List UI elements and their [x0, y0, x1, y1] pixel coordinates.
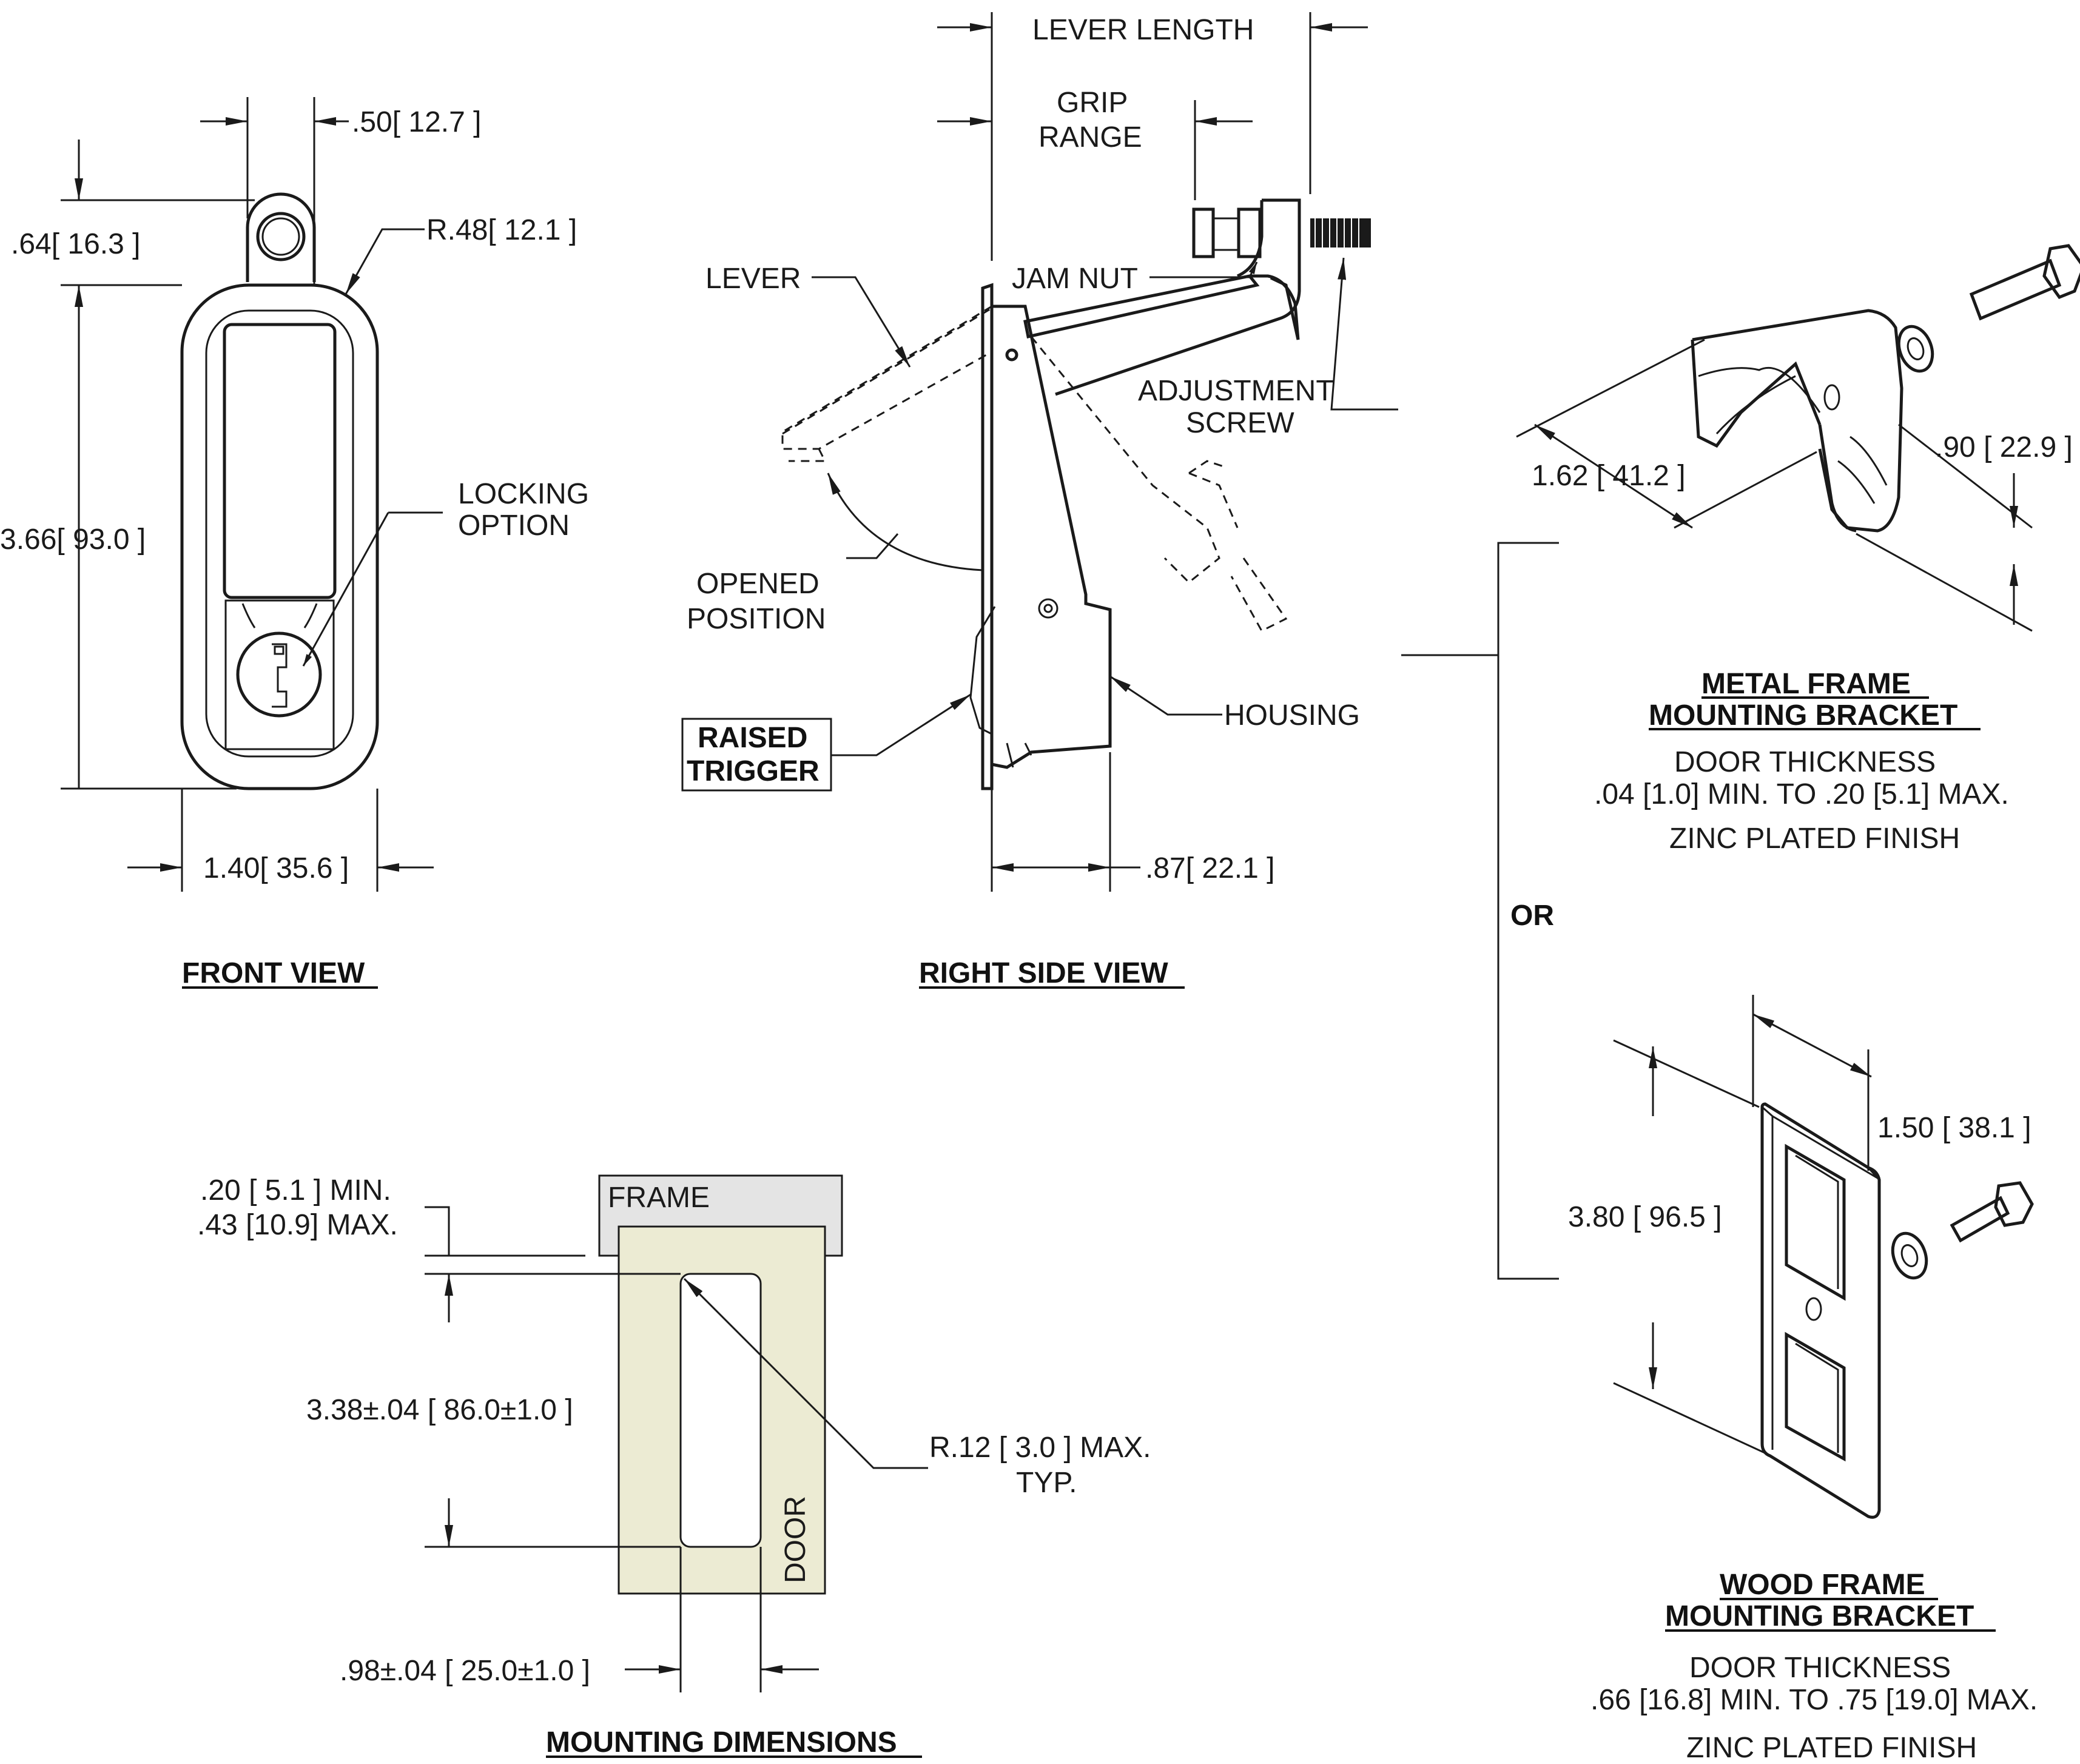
metal-bracket-part — [1691, 309, 1903, 533]
metal-dim-width: 1.62 [ 41.2 ] — [1532, 460, 1686, 492]
right-side-view: LEVER LENGTH GRIP RANGE LEVER JAM NUT AD… — [681, 12, 1398, 989]
lever-open-position — [781, 305, 992, 450]
front-dim-top-width: .50[ 12.7 ] — [352, 106, 482, 138]
side-label-adjustment: ADJUSTMENT — [1138, 375, 1334, 407]
wood-finish: ZINC PLATED FINISH — [1686, 1732, 1977, 1764]
door-cutout — [679, 1273, 762, 1548]
side-label-lever: LEVER — [705, 263, 801, 295]
wood-bracket-bolt — [1950, 1181, 2034, 1243]
side-label-jam-nut: JAM NUT — [1012, 263, 1138, 295]
side-label-raised: RAISED — [698, 722, 807, 754]
side-label-position: POSITION — [687, 603, 826, 635]
front-dim-radius: R.48[ 12.1 ] — [426, 214, 577, 246]
wood-thickness-label: DOOR THICKNESS — [1689, 1652, 1951, 1684]
mount-dim-radius-typ: TYP. — [1016, 1467, 1077, 1499]
jam-nut-right — [1237, 207, 1262, 258]
adjustment-screw — [1310, 218, 1371, 247]
raised-trigger — [969, 606, 996, 735]
metal-finish: ZINC PLATED FINISH — [1669, 823, 1960, 855]
metal-thickness-range: .04 [1.0] MIN. TO .20 [5.1] MAX. — [1594, 778, 2009, 810]
mount-dim-width: .98±.04 [ 25.0±1.0 ] — [340, 1655, 590, 1687]
metal-bracket-bolt — [1969, 244, 2080, 321]
metal-title-1: METAL FRAME — [1701, 668, 1911, 700]
side-label-grip: GRIP — [1057, 87, 1128, 119]
lock-area — [224, 599, 335, 750]
front-dim-height: 3.66[ 93.0 ] — [0, 523, 146, 556]
wood-dim-height: 3.80 [ 96.5 ] — [1568, 1201, 1722, 1233]
lock-cylinder-icon — [236, 631, 322, 718]
jam-nut-left — [1192, 207, 1215, 258]
wood-thickness-range: .66 [16.8] MIN. TO .75 [19.0] MAX. — [1590, 1684, 2038, 1716]
trigger-paddle — [223, 323, 337, 599]
mount-dim-radius: R.12 [ 3.0 ] MAX. — [929, 1432, 1151, 1464]
or-bracket: OR — [1401, 542, 1559, 1280]
ring-tab — [246, 192, 316, 282]
mounting-dimensions: FRAME DOOR .20 [ 5.1 ] MIN. .43 [10.9] M… — [197, 1174, 1151, 1759]
or-label: OR — [1510, 900, 1554, 932]
metal-bracket-washer — [1897, 325, 1934, 373]
front-label-option: OPTION — [458, 510, 570, 542]
side-label-housing: HOUSING — [1224, 699, 1360, 732]
mount-dim-height: 3.38±.04 [ 86.0±1.0 ] — [306, 1394, 573, 1426]
side-label-opened: OPENED — [696, 568, 820, 600]
mount-dim-min: .20 [ 5.1 ] MIN. — [200, 1174, 391, 1207]
metal-dim-height: .90 [ 22.9 ] — [1935, 431, 2073, 463]
front-view: .50[ 12.7 ] .64[ 16.3 ] 3.66[ 93.0 ] R.4… — [0, 97, 589, 989]
side-label-screw: SCREW — [1186, 407, 1294, 439]
side-label-lever-length: LEVER LENGTH — [1032, 14, 1254, 46]
mount-label-frame: FRAME — [608, 1182, 710, 1214]
wood-title-2: MOUNTING BRACKET — [1665, 1600, 1974, 1632]
side-dim-depth: .87[ 22.1 ] — [1145, 852, 1275, 884]
front-view-title: FRONT VIEW — [182, 957, 365, 989]
front-label-locking: LOCKING — [458, 478, 589, 510]
front-dim-width: 1.40[ 35.6 ] — [203, 852, 349, 884]
latch-body-inner — [205, 309, 354, 758]
metal-title-2: MOUNTING BRACKET — [1649, 699, 1957, 732]
mount-label-door: DOOR — [779, 1496, 812, 1583]
wood-frame-bracket: 3.80 [ 96.5 ] 1.50 [ 38.1 ] WOOD FRAME M… — [1568, 995, 2038, 1764]
metal-thickness-label: DOOR THICKNESS — [1674, 746, 1936, 778]
front-dim-top-height: .64[ 16.3 ] — [11, 228, 141, 260]
housing — [991, 305, 1112, 769]
side-label-range: RANGE — [1038, 121, 1142, 153]
metal-frame-bracket: 1.62 [ 41.2 ] .90 [ 22.9 ] METAL FRAME M… — [1516, 244, 2080, 855]
side-view-title: RIGHT SIDE VIEW — [919, 957, 1168, 989]
mounting-title: MOUNTING DIMENSIONS — [546, 1726, 897, 1759]
mount-dim-max: .43 [10.9] MAX. — [197, 1209, 398, 1241]
wood-dim-width: 1.50 [ 38.1 ] — [1877, 1112, 2031, 1144]
opening-arc — [827, 473, 983, 571]
wood-bracket-plate — [1760, 1102, 1881, 1519]
latch-body-outline — [180, 283, 379, 790]
lever-arm — [1023, 274, 1260, 339]
wood-title-1: WOOD FRAME — [1720, 1569, 1925, 1601]
side-label-trigger: TRIGGER — [687, 755, 820, 787]
door-plate — [981, 283, 994, 790]
wood-bracket-washer — [1891, 1231, 1928, 1280]
